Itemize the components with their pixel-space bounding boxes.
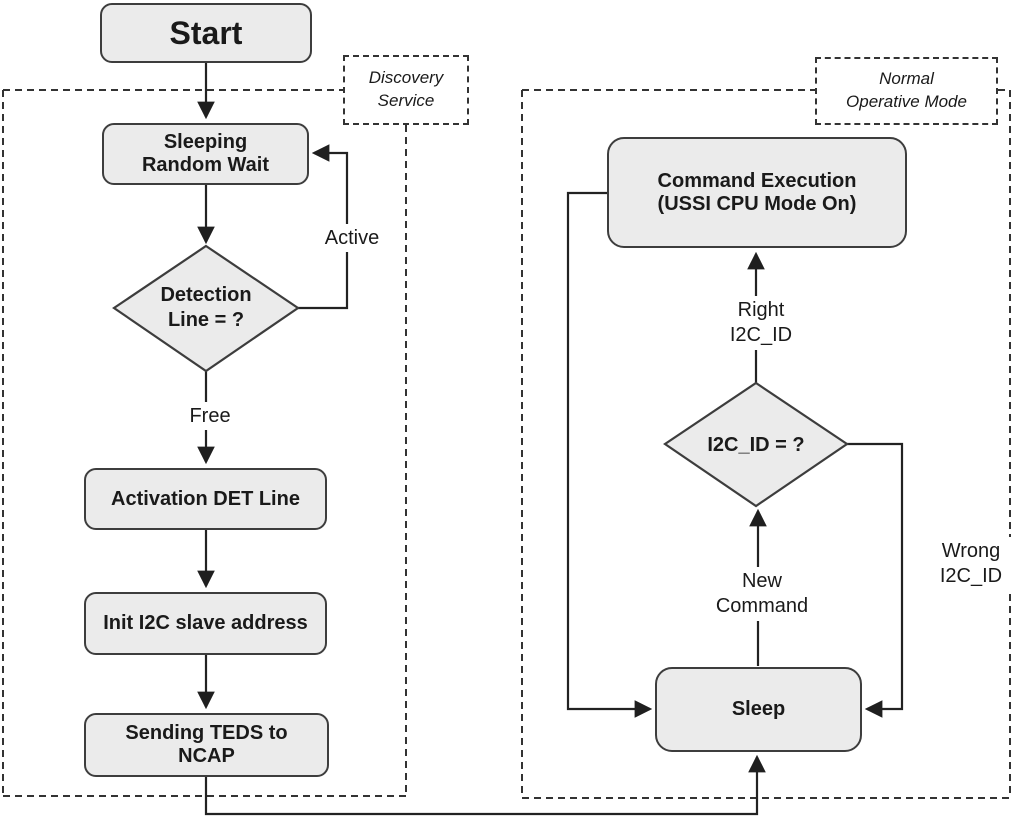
sleep-node: Sleep: [655, 667, 862, 752]
detection-line-decision-label: Detection Line = ?: [160, 284, 252, 331]
new-command-edge-label: New Command: [698, 567, 826, 621]
normal-operative-mode-region-label: Normal Operative Mode: [815, 57, 998, 125]
active-edge-label: Active: [308, 224, 396, 252]
wrong-i2c-id-edge-label: Wrong I2C_ID: [922, 537, 1020, 591]
detection-line-decision-shape: [112, 244, 300, 373]
free-edge-label: Free: [171, 402, 249, 430]
edge-i2c-wrong-loop: [847, 442, 904, 718]
edge-sending-to-sleep: [204, 754, 766, 816]
edge-command-to-sleep-loop: [566, 191, 653, 718]
start-node: Start: [100, 3, 312, 63]
sending-teds-to-ncap-node: Sending TEDS to NCAP: [84, 713, 329, 777]
activation-det-line-node: Activation DET Line: [84, 468, 327, 530]
normal-region-outline: [521, 89, 1011, 799]
i2c-id-decision-label: I2C_ID = ?: [707, 433, 805, 456]
right-i2c-id-edge-label: Right I2C_ID: [712, 296, 810, 350]
sleeping-random-wait-node: Sleeping Random Wait: [102, 123, 309, 185]
i2c-id-decision-shape: [663, 381, 849, 508]
discovery-region-outline: [2, 89, 407, 797]
command-execution-node: Command Execution (USSI CPU Mode On): [607, 137, 907, 248]
discovery-service-region-label: Discovery Service: [343, 55, 469, 125]
init-i2c-slave-address-node: Init I2C slave address: [84, 592, 327, 655]
